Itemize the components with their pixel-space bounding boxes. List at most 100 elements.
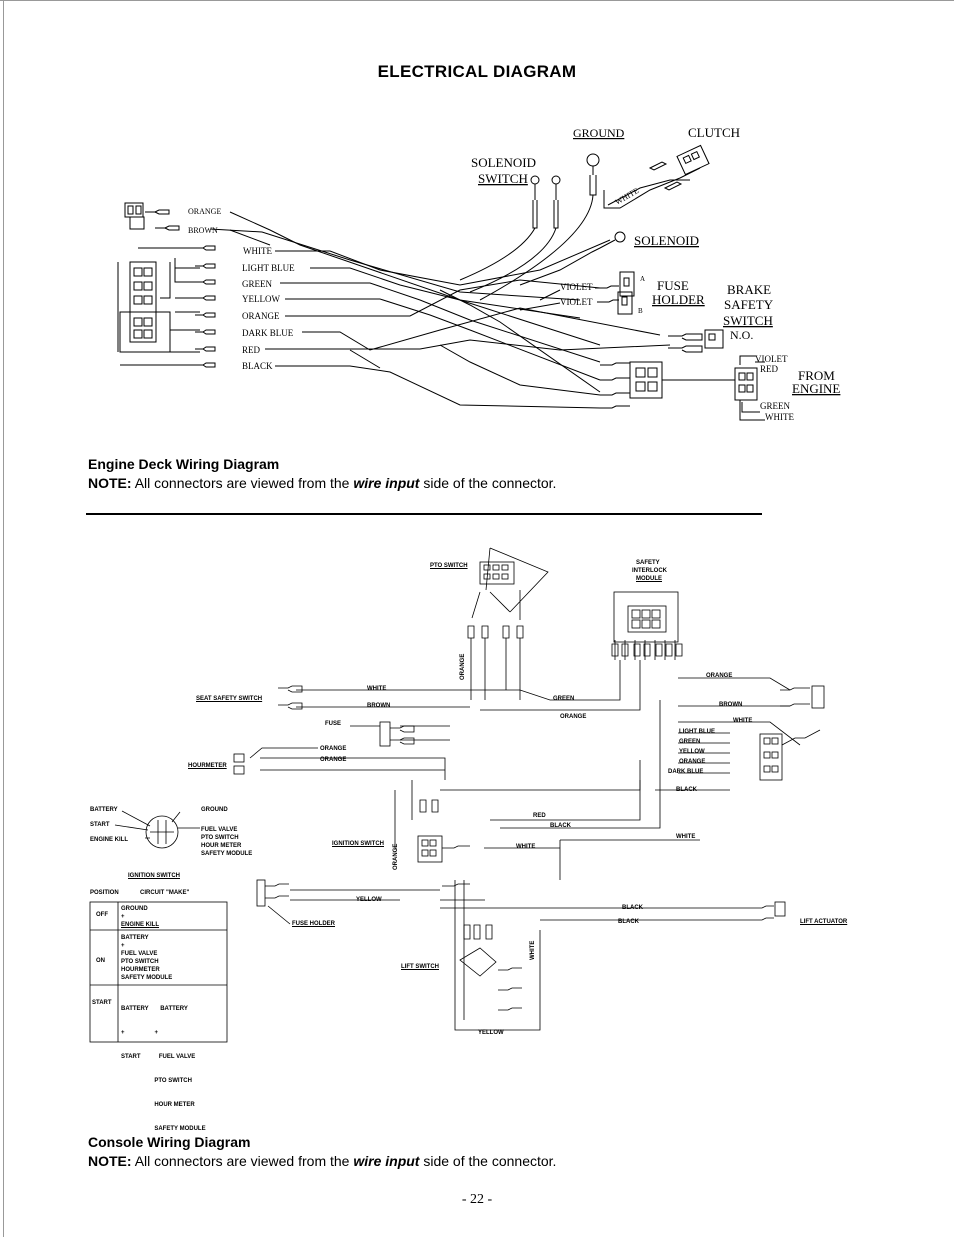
wire-label-yellow: YELLOW [242,294,280,304]
pto-drop-terminals [467,625,683,700]
ground-label: GROUND [573,126,625,140]
right-connectors [750,685,825,921]
clutch-label: CLUTCH [688,125,740,140]
wire-label-orange-top: ORANGE [188,207,221,216]
lift-switch-label: LIFT SWITCH [401,964,439,970]
engine-deck-wiring-diagram: GROUND CLUTCH SOLENOID SWITCH WHITE SOLE… [117,125,840,422]
black-label-2: BLACK [618,919,639,925]
yellow-bottom-label: YELLOW [478,1030,504,1036]
light-blue-label: LIGHT BLUE [679,729,715,735]
brake-label-3: SWITCH [723,313,773,328]
lift-switch [459,924,522,1011]
orange-brown-connector [124,202,145,230]
console-caption-title: Console Wiring Diagram [88,1134,251,1150]
table-on-line: + [121,943,125,949]
battery-label: BATTERY [90,807,118,813]
table-col-position: POSITION [90,890,119,896]
ignition-switch-caption: IGNITION SWITCH [128,873,180,879]
black-label-1: BLACK [622,905,643,911]
safety-label-1: SAFETY [636,560,660,566]
table-start-line: SAFETY MODULE [121,1126,206,1132]
brown-right-label: BROWN [719,702,743,708]
page-title: ELECTRICAL DIAGRAM [377,62,577,81]
fuse-holder-label: FUSE HOLDER [292,921,336,927]
white-right-label: WHITE [733,718,753,724]
solenoid-label: SOLENOID [634,233,699,248]
wire-label-red: RED [242,345,261,355]
console-note-label: NOTE: [88,1153,132,1169]
engine-red-label: RED [760,364,779,374]
green-right-label: GREEN [679,739,701,745]
hourmeter-label: HOURMETER [188,763,227,769]
seat-white-label: WHITE [367,686,387,692]
table-on-line: PTO SWITCH [121,959,159,965]
brake-label-1: BRAKE [727,282,771,297]
white-mid-label: WHITE [676,834,696,840]
engine-green-label: GREEN [760,401,790,411]
engine-kill-label: ENGINE KILL [90,837,129,843]
fuel-valve-list: FUEL VALVE PTO SWITCH HOUR METER SAFETY … [201,826,252,858]
engine-deck-note-label: NOTE: [88,475,132,491]
safety-label-2: INTERLOCK [632,568,667,574]
hourmeter-orange-1: ORANGE [320,746,347,752]
wire-label-brown: BROWN [188,226,218,235]
engine-center-connector [600,361,735,409]
fuel-valve-item: FUEL VALVE [201,827,238,833]
yellow-label: YELLOW [356,897,382,903]
start-label: START [90,822,110,828]
lift-actuator-label: LIFT ACTUATOR [800,919,848,925]
fuse-label: FUSE [657,278,689,293]
ignition-table [89,901,228,1043]
clutch-connector [648,144,710,191]
from-engine-label-2: ENGINE [792,381,840,396]
ignition-symbol [114,810,200,849]
safety-interlock-module [613,591,679,660]
table-on-line: SAFETY MODULE [121,975,173,981]
yellow-right-label: YELLOW [679,749,705,755]
fuse-holder [519,271,635,315]
table-row-on-pos: ON [96,958,105,964]
wire-label-black: BLACK [242,361,273,371]
table-row-start-pos: START [92,1000,112,1006]
table-start-line: PTO SWITCH [121,1078,192,1084]
console-note-pre: All connectors are viewed from the [134,1153,350,1169]
ignition-switch-label: IGNITION SWITCH [332,841,384,847]
ignition-connector [417,799,470,887]
engine-violet-label: VIOLET [755,354,788,364]
page-left-rule [3,0,4,1237]
black-right-label: BLACK [676,787,697,793]
holder-label: HOLDER [652,292,705,307]
orange-mid-label: ORANGE [560,714,587,720]
pto-switch-item: PTO SWITCH [201,835,239,841]
engine-deck-caption-title: Engine Deck Wiring Diagram [88,456,280,472]
section-divider [86,513,762,515]
table-off-line: GROUND [121,906,148,912]
console-wiring-diagram [89,547,825,1043]
dark-blue-label: DARK BLUE [668,769,704,775]
orange-vertical-label: ORANGE [460,653,466,680]
hourmeter-orange-2: ORANGE [320,757,347,763]
ground-label: GROUND [201,807,228,813]
fuse-a-label: A [640,275,645,283]
from-engine-connector [734,355,765,421]
console-caption-note: NOTE: All connectors are viewed from the… [88,1153,556,1169]
console-wires [260,660,801,1031]
white-ign-label: WHITE [516,844,536,850]
orange-right-label: ORANGE [706,673,733,679]
pto-switch-label: PTO SWITCH [430,563,468,569]
wire-label-dark-blue: DARK BLUE [242,328,294,338]
page-number: - 22 - [461,1192,493,1207]
violet-label-2: VIOLET [560,297,593,307]
hour-meter-item: HOUR METER [201,843,242,849]
solenoid-ring [519,231,626,286]
table-start-line: HOUR METER [121,1102,195,1108]
from-engine-label-1: FROM [798,368,835,383]
solenoid-switch-terminals [459,153,701,301]
safety-module-item: SAFETY MODULE [201,851,253,857]
fuse-b-label: B [638,307,643,315]
table-off-line: + [121,914,125,920]
engine-deck-note-em: wire input [353,475,420,491]
table-row-start-lines: BATTERY BATTERY + + START FUEL VALVE PTO… [121,989,206,1141]
orange-r-label: ORANGE [679,759,706,765]
safety-label-3: MODULE [636,576,662,582]
